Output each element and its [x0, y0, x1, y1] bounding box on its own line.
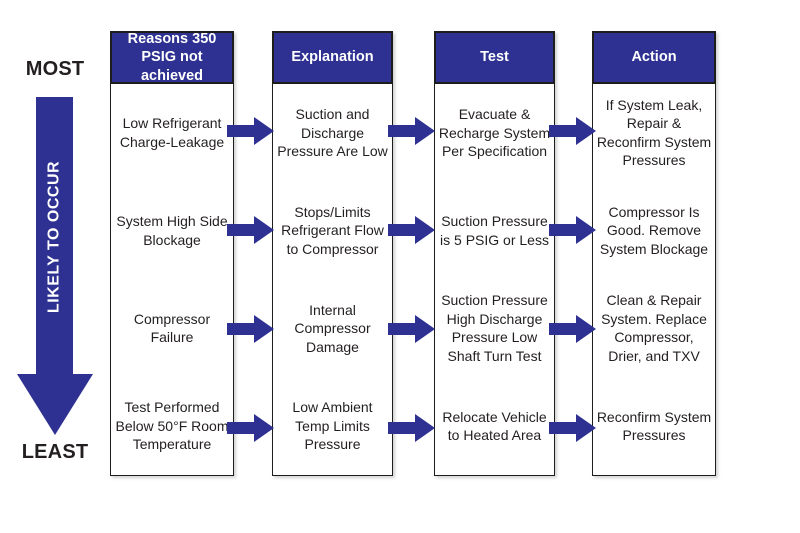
cell-action-row4: Reconfirm System Pressures: [596, 408, 712, 444]
column-body-test: Evacuate & Recharge System Per Specifica…: [434, 84, 555, 476]
cell-reasons-row1: Low Refrigerant Charge-Leakage: [119, 115, 225, 150]
arrow-explanation-to-test-row4-icon: [388, 414, 435, 442]
column-test: Test Evacuate & Recharge System Per Spec…: [434, 31, 555, 476]
column-explanation: Explanation Suction and Discharge Pressu…: [272, 31, 393, 476]
arrow-reasons-to-explanation-row4-icon: [227, 414, 274, 442]
arrow-test-to-action-row2-icon: [549, 216, 596, 244]
cell-reasons-row4: Test Performed Below 50°F Room Temperatu…: [115, 399, 229, 453]
cell-action-row3: Clean & Repair System. Replace Compresso…: [601, 292, 707, 364]
cell-test-row2: Suction Pressure is 5 PSIG or Less: [440, 213, 549, 248]
likelihood-least-label: LEAST: [21, 441, 89, 463]
cell-test-row4: Relocate Vehicle to Heated Area: [442, 408, 547, 444]
cell-action-row1: If System Leak, Repair & Reconfirm Syste…: [596, 96, 712, 169]
arrow-explanation-to-test-row3-icon: [388, 315, 435, 343]
column-body-explanation: Suction and Discharge Pressure Are Low S…: [272, 84, 393, 476]
cell-explanation-row4: Low Ambient Temp Limits Pressure: [292, 399, 373, 453]
arrow-reasons-to-explanation-row2-icon: [227, 216, 274, 244]
cell-reasons-row3: Compressor Failure: [133, 310, 211, 346]
cell-reasons-row2: System High Side Blockage: [116, 213, 228, 248]
cell-action-row2: Compressor Is Good. Remove System Blocka…: [599, 203, 709, 257]
column-header-action: Action: [592, 31, 716, 84]
column-action: Action If System Leak, Repair & Reconfir…: [592, 31, 716, 476]
column-body-action: If System Leak, Repair & Reconfirm Syste…: [592, 84, 716, 476]
arrow-test-to-action-row4-icon: [549, 414, 596, 442]
cell-test-row3: Suction Pressure High Discharge Pressure…: [441, 292, 548, 364]
cell-explanation-row1: Suction and Discharge Pressure Are Low: [277, 106, 388, 160]
arrow-explanation-to-test-row2-icon: [388, 216, 435, 244]
column-reasons: Reasons 350 PSIG not achieved Low Refrig…: [110, 31, 234, 476]
arrow-test-to-action-row3-icon: [549, 315, 596, 343]
arrow-test-to-action-row1-icon: [549, 117, 596, 145]
cell-explanation-row2: Stops/Limits Refrigerant Flow to Compres…: [281, 203, 384, 257]
arrow-explanation-to-test-row1-icon: [388, 117, 435, 145]
column-header-reasons: Reasons 350 PSIG not achieved: [110, 31, 234, 84]
column-header-explanation: Explanation: [272, 31, 393, 84]
arrow-reasons-to-explanation-row3-icon: [227, 315, 274, 343]
likelihood-axis-label: LIKELY TO OCCUR: [46, 161, 63, 313]
column-body-reasons: Low Refrigerant Charge-Leakage System Hi…: [110, 84, 234, 476]
column-header-test: Test: [434, 31, 555, 84]
cell-explanation-row3: Internal Compressor Damage: [294, 301, 371, 355]
arrow-reasons-to-explanation-row1-icon: [227, 117, 274, 145]
cell-test-row1: Evacuate & Recharge System Per Specifica…: [438, 106, 551, 160]
likelihood-down-arrow-icon: LIKELY TO OCCUR: [17, 97, 93, 435]
likelihood-most-label: MOST: [25, 58, 85, 80]
